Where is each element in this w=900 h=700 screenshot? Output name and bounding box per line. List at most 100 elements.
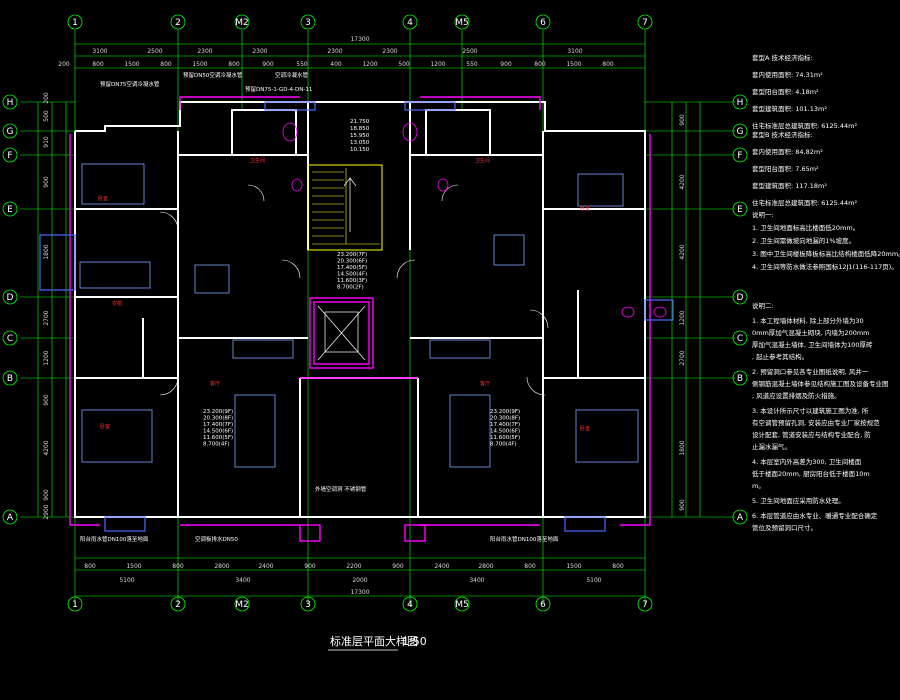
sanitary-fixtures <box>282 122 667 318</box>
grid-bubble-row-C: C <box>2 330 18 346</box>
grid-bubble-row-D: D <box>732 289 748 305</box>
dim-bottom-row2: 1500 <box>566 563 581 570</box>
dim-top-row2: 1500 <box>192 61 207 68</box>
dim-top-row1: 3100 <box>567 48 582 55</box>
dim-top-row1: 2300 <box>382 48 397 55</box>
dim-bottom-row2: 1500 <box>126 563 141 570</box>
grid-bubble-label: 1 <box>72 18 78 28</box>
elevation-value: 21.750 <box>350 119 370 125</box>
grid-bubble-label: E <box>7 205 13 215</box>
dim-bottom-row1: 3400 <box>469 577 484 584</box>
svg-text:卧室: 卧室 <box>100 423 110 430</box>
elevation-value: 11.600(5F) <box>203 435 233 441</box>
bottom-annotation: 阳台雨水管DN100落至地面 <box>490 535 559 543</box>
elevation-value: 15.950 <box>350 133 370 139</box>
dim-bottom-row1: 2000 <box>352 577 367 584</box>
grid-bubble-label: A <box>7 513 14 523</box>
dim-right: 1800 <box>679 440 686 455</box>
grid-bubble-label: C <box>7 334 13 344</box>
grid-bubble-label: 7 <box>642 18 648 28</box>
dim-left: 1200 <box>43 350 50 365</box>
dim-top-row2: 1200 <box>430 61 445 68</box>
balconies <box>39 101 674 532</box>
grid-bubble-label: M5 <box>455 18 469 28</box>
notes-heading: 套型B 技术经济指标: <box>752 130 813 139</box>
grid-bubble-row-G: G <box>2 123 18 139</box>
dim-bottom-row2: 800 <box>172 563 184 570</box>
svg-text:客厅: 客厅 <box>480 380 490 387</box>
top-annotation: 预留DN75-1-GD-4-DN-11 <box>245 85 312 93</box>
dim-top-total: 17300 <box>350 36 369 43</box>
magenta-outline <box>69 96 651 542</box>
notes-line: 套内使用面积: 74.31m² <box>752 70 823 79</box>
notes-heading: 套型A 技术经济指标: <box>752 53 813 62</box>
grid-bubble-row-A: A <box>2 509 18 525</box>
svg-text:客厅: 客厅 <box>210 380 220 387</box>
dim-top-row2: 900 <box>500 61 512 68</box>
grid-bubble-col-3: 3 <box>300 596 316 612</box>
dim-top-row1: 3100 <box>92 48 107 55</box>
staircase <box>307 164 383 251</box>
grid-bubble-label: D <box>737 293 744 303</box>
elevation-value: 14.500(6F) <box>490 429 520 435</box>
notes-one: 说明一:1. 卫生间地面标高比楼面低20mm。2. 卫生间需做坡向地漏的1%坡度… <box>752 210 900 271</box>
dim-top-row1: 2500 <box>147 48 162 55</box>
dim-left: 900 <box>43 394 50 406</box>
dim-left: 4200 <box>43 440 50 455</box>
dim-bottom-row1: 5100 <box>586 577 601 584</box>
furniture <box>79 163 639 468</box>
dim-left: 900 <box>43 489 50 501</box>
grid-bubble-label: 6 <box>540 600 546 610</box>
elevation-value: 17.400(5F) <box>337 265 367 271</box>
grid-bubble-col-M2: M2 <box>234 596 250 612</box>
svg-text:卧室: 卧室 <box>580 425 590 432</box>
dim-top-row2: 550 <box>296 61 308 68</box>
grid-bubble-row-H: H <box>2 94 18 110</box>
dim-bottom-row2: 2200 <box>346 563 361 570</box>
grid-bubble-row-C: C <box>732 330 748 346</box>
dim-top-row2: 200 <box>58 61 70 68</box>
elevation-value: 8.700(4F) <box>490 442 517 448</box>
grid-bubble-col-M2: M2 <box>234 14 250 30</box>
grid-bubble-label: 3 <box>305 18 311 28</box>
grid-bubble-label: G <box>737 127 744 137</box>
grid-bubble-label: 4 <box>407 600 413 610</box>
grid-bubble-col-2: 2 <box>170 14 186 30</box>
grid-bubble-label: C <box>737 334 743 344</box>
grid-bubble-label: 1 <box>72 600 78 610</box>
dim-right: 4200 <box>679 244 686 259</box>
elevation-value: 23.200(9F) <box>203 409 233 415</box>
svg-text:卧室: 卧室 <box>98 195 108 202</box>
elevation-value: 17.400(7F) <box>203 422 233 428</box>
grid-bubble-col-1: 1 <box>67 14 83 30</box>
svg-text:衣帽: 衣帽 <box>112 300 122 307</box>
notes-line: 套内使用面积: 84.82m² <box>752 147 823 156</box>
walls <box>74 101 646 518</box>
dim-bottom-row1: 3400 <box>235 577 250 584</box>
dim-bottom-row2: 2800 <box>214 563 229 570</box>
grid-bubble-row-E: E <box>2 201 18 217</box>
grid-bubble-col-4: 4 <box>402 596 418 612</box>
dim-top-row1: 2300 <box>197 48 212 55</box>
dim-left: 900 <box>43 176 50 188</box>
bottom-annotation: 外墙空调洞 不锈钢管 <box>315 485 367 493</box>
grid-bubble-row-D: D <box>2 289 18 305</box>
grid-bubble-label: M2 <box>235 600 249 610</box>
elevation-value: 14.500(6F) <box>203 429 233 435</box>
notes-line: 套型建筑面积: 117.18m² <box>752 181 827 190</box>
grid-bubble-label: F <box>737 151 742 161</box>
dim-left: 910 <box>43 136 50 148</box>
grid-bubble-col-1: 1 <box>67 596 83 612</box>
grid-bubble-col-6: 6 <box>535 596 551 612</box>
notes-line: 6. 本层管道应由水专业、暖通专业配合确定管位及预留洞口尺寸。 <box>752 511 878 532</box>
axis-lines <box>20 30 735 605</box>
notes-line: 4. 卫生间等防水做法参照国标12J1(116-117页)。 <box>752 262 898 271</box>
grid-bubble-col-M5: M5 <box>454 14 470 30</box>
dim-bottom-row2: 800 <box>84 563 96 570</box>
grid-bubble-label: M2 <box>235 18 249 28</box>
